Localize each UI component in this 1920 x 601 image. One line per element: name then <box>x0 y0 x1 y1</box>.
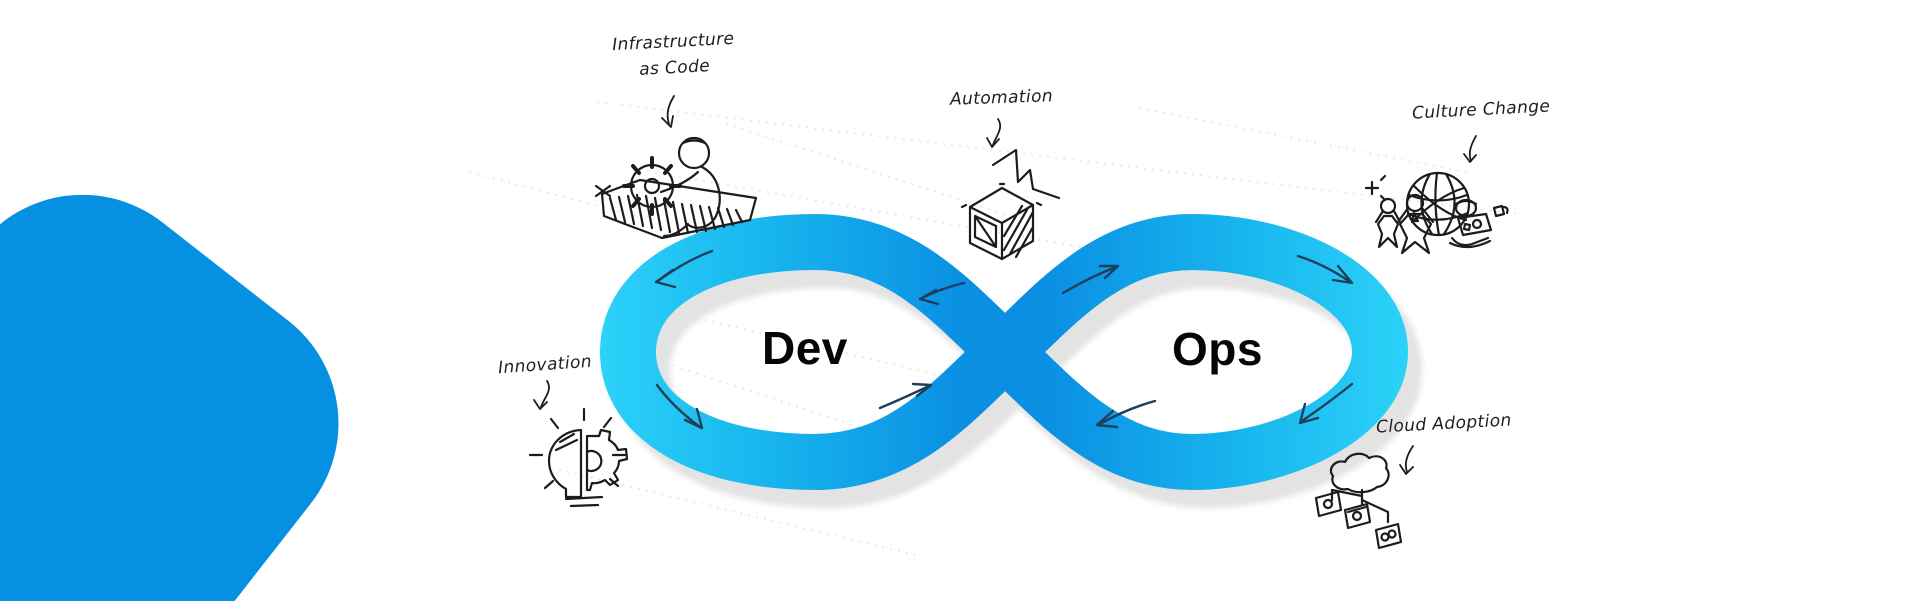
automation-cube-icon <box>960 148 1061 261</box>
ops-label: Ops <box>1172 323 1263 375</box>
innovation-pointer-arrow <box>533 380 550 410</box>
cloud-network-icon <box>1314 452 1403 550</box>
innovation-bulb-gear-icon <box>528 407 629 508</box>
corner-blob-shape <box>0 194 339 601</box>
automation-pointer-arrow <box>986 118 1002 148</box>
iac-pointer-arrow <box>661 95 675 128</box>
label-pointer-arrows <box>533 95 1477 475</box>
person-gear-platform-icon <box>594 136 758 240</box>
cloud-adoption-pointer-arrow <box>1399 445 1414 475</box>
infrastructure-as-code-label: Infrastructure as Code <box>599 26 749 85</box>
automation-label: Automation <box>949 86 1054 110</box>
hand-drawn-sketches <box>528 136 1509 550</box>
flow-direction-arrows <box>654 249 1354 430</box>
infinity-loop-crossing-strand <box>814 214 1193 490</box>
culture-change-pointer-arrow <box>1463 135 1477 163</box>
dev-label: Dev <box>762 322 848 374</box>
culture-change-globe-icon <box>1364 171 1509 255</box>
